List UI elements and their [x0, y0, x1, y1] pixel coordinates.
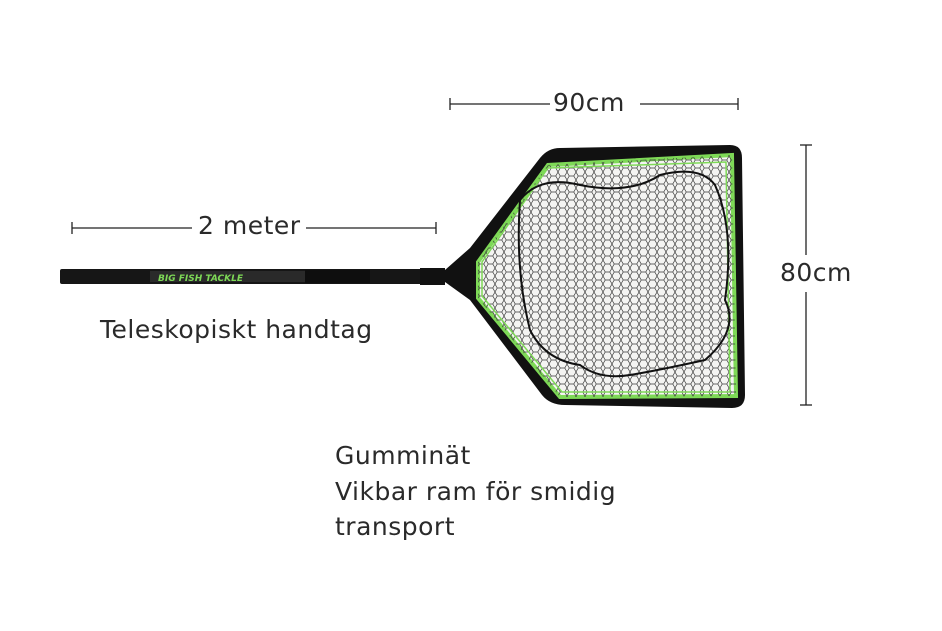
feature-rubber-net: Gumminät [335, 441, 471, 470]
feature-foldable-frame: Vikbar ram för smidig [335, 477, 617, 506]
height-label: 80cm [780, 258, 852, 287]
width-label: 90cm [553, 88, 625, 117]
net-head [445, 145, 745, 408]
width-dimension-line [449, 98, 739, 110]
length-dimension-line [71, 222, 437, 234]
length-label: 2 meter [198, 211, 301, 240]
telescopic-handle: BIG FISH TACKLE [60, 268, 445, 285]
handle-feature-text: Teleskopiskt handtag [100, 315, 373, 344]
brand-logo-text: BIG FISH TACKLE [158, 274, 244, 284]
feature-transport: transport [335, 512, 456, 541]
height-dimension-line [800, 144, 812, 406]
